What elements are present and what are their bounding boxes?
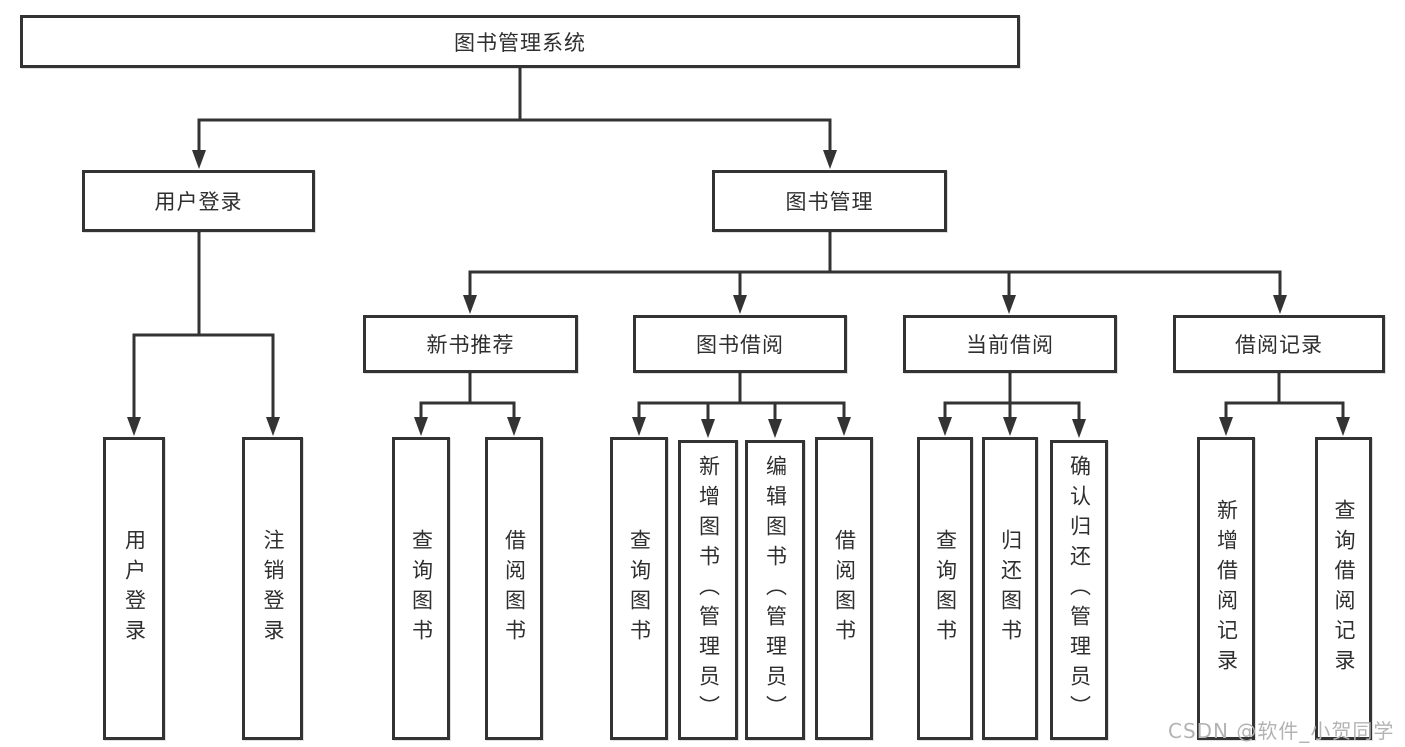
leaf-borrow-books-2: 借阅图书: [815, 437, 873, 740]
arrowhead: [507, 417, 521, 436]
arrowhead: [938, 417, 952, 436]
node-borrow-records: 借阅记录: [1173, 315, 1385, 373]
leaf-label: 编辑图书（管理员）: [763, 455, 788, 725]
leaf-label: 查询图书: [409, 528, 434, 649]
leaf-label: 归还图书: [998, 528, 1023, 649]
leaf-label: 查询图书: [627, 528, 652, 649]
connector-current-borrow-leaves: [938, 373, 1086, 438]
leaf-confirm-return-admin: 确认归还（管理员）: [1050, 440, 1108, 740]
leaf-label: 借阅图书: [832, 528, 857, 649]
leaf-query-books-3: 查询图书: [917, 437, 973, 740]
leaf-label: 查询图书: [933, 528, 958, 649]
leaf-return-books: 归还图书: [982, 437, 1038, 740]
connector-records-leaves: [1219, 373, 1350, 436]
node-new-book-recommend: 新书推荐: [363, 315, 578, 373]
leaf-add-borrow-record: 新增借阅记录: [1197, 437, 1255, 740]
node-root: 图书管理系统: [20, 15, 1020, 68]
arrowhead: [1219, 417, 1233, 436]
leaf-edit-book-admin: 编辑图书（管理员）: [745, 440, 805, 740]
arrowhead: [1273, 295, 1287, 314]
arrowhead: [192, 150, 206, 169]
arrowhead: [1072, 419, 1086, 438]
arrowhead: [266, 417, 280, 436]
arrowhead: [1002, 295, 1016, 314]
arrowhead: [1336, 417, 1350, 436]
leaf-label: 新增图书（管理员）: [696, 455, 721, 725]
arrowhead: [837, 417, 851, 436]
arrowhead: [701, 419, 715, 438]
leaf-label: 注销登录: [261, 528, 285, 649]
connector-new-book-leaves: [414, 373, 521, 436]
node-book-management: 图书管理: [712, 170, 947, 232]
node-current-borrow: 当前借阅: [903, 315, 1117, 373]
leaf-query-books-1: 查询图书: [392, 437, 450, 740]
arrowhead: [1003, 417, 1017, 436]
leaf-logout: 注销登录: [242, 437, 303, 740]
leaf-query-borrow-record: 查询借阅记录: [1315, 437, 1372, 740]
connector-book-borrow-leaves: [632, 373, 851, 438]
arrowhead: [768, 419, 782, 438]
leaf-label: 借阅图书: [502, 528, 527, 649]
leaf-label: 查询借阅记录: [1332, 498, 1356, 679]
connector-user-login-leaves: [127, 232, 280, 436]
connector-root-branches: [192, 68, 837, 169]
leaf-query-books-2: 查询图书: [610, 437, 668, 740]
arrowhead: [733, 295, 747, 314]
arrowhead: [632, 417, 646, 436]
arrowhead: [463, 295, 477, 314]
node-user-login: 用户登录: [82, 170, 315, 232]
leaf-user-login: 用户登录: [103, 437, 165, 740]
leaf-label: 确认归还（管理员）: [1067, 455, 1092, 725]
arrowhead: [127, 417, 141, 436]
leaf-add-book-admin: 新增图书（管理员）: [678, 440, 738, 740]
node-book-borrow: 图书借阅: [633, 315, 847, 373]
connector-book-mgmt-groups: [463, 232, 1287, 314]
leaf-borrow-books-1: 借阅图书: [485, 437, 543, 740]
arrowhead: [823, 150, 837, 169]
leaf-label: 用户登录: [122, 528, 147, 649]
arrowhead: [414, 417, 428, 436]
leaf-label: 新增借阅记录: [1214, 498, 1239, 679]
csdn-watermark: CSDN @软件_小贺同学: [1168, 719, 1395, 743]
